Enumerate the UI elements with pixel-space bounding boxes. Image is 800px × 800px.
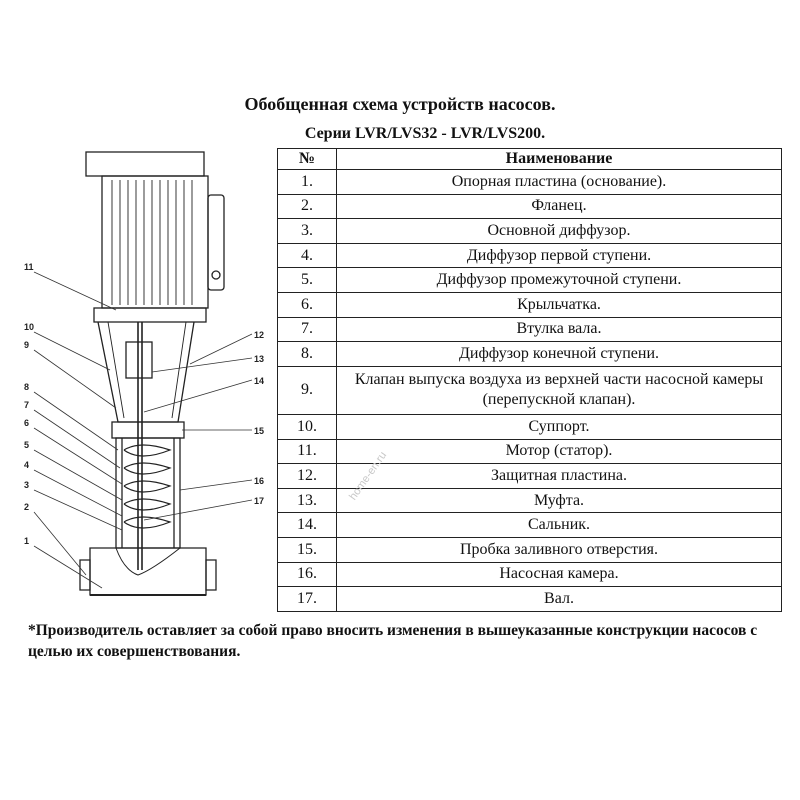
part-name: Основной диффузор.: [336, 218, 782, 244]
part-number: 11.: [277, 438, 337, 465]
part-number: 12.: [277, 463, 337, 489]
support: [97, 321, 195, 423]
part-number: 3.: [277, 218, 337, 244]
page-subtitle: Серии LVR/LVS32 - LVR/LVS200.: [304, 125, 546, 142]
part-name: Насосная камера.: [336, 561, 782, 588]
callout-1: 1: [24, 536, 29, 546]
callout-12: 12: [254, 330, 264, 340]
part-name: Муфта.: [336, 487, 782, 514]
part-name: Мотор (статор).: [336, 438, 782, 465]
table-row: 8.Диффузор конечной ступени.: [277, 341, 782, 367]
pump-base: [89, 547, 207, 596]
table-row: 14.Сальник.: [277, 512, 782, 538]
terminal-box: [207, 194, 225, 291]
table-row: 7.Втулка вала.: [277, 316, 782, 343]
pump-chamber: [115, 437, 181, 549]
parts-table: № Наименование 1.Опорная пластина (основ…: [277, 148, 782, 612]
part-number: 17.: [277, 586, 337, 612]
table-row: 16.Насосная камера.: [277, 561, 782, 588]
part-name: Диффузор первой ступени.: [336, 242, 782, 269]
part-name: Суппорт.: [336, 413, 782, 440]
part-number: 1.: [277, 169, 337, 195]
callout-6: 6: [24, 418, 29, 428]
part-name: Диффузор промежуточной ступени.: [336, 267, 782, 294]
part-name: Втулка вала.: [336, 316, 782, 343]
callout-13: 13: [254, 354, 264, 364]
table-row: 1.Опорная пластина (основание).: [277, 169, 782, 195]
callout-5: 5: [24, 440, 29, 450]
table-row: 11.Мотор (статор).: [277, 438, 782, 465]
callout-16: 16: [254, 476, 264, 486]
callout-9: 9: [24, 340, 29, 350]
part-name: Крыльчатка.: [336, 292, 782, 318]
motor-flange: [93, 307, 207, 323]
table-header-row: № Наименование: [277, 148, 782, 170]
column-header-number: №: [277, 148, 337, 170]
part-number: 2.: [277, 193, 337, 220]
table-row: 13.Муфта.: [277, 487, 782, 514]
column-header-name: Наименование: [336, 148, 782, 170]
part-number: 13.: [277, 487, 337, 514]
part-name: Диффузор конечной ступени.: [336, 341, 782, 367]
table-row: 12.Защитная пластина.: [277, 463, 782, 489]
pump-diagram: 11 10 9 8 7 6 5 4 3 2 1 12 13 14 15 16 1…: [24, 151, 264, 596]
table-row: 3.Основной диффузор.: [277, 218, 782, 244]
table-row: 4.Диффузор первой ступени.: [277, 242, 782, 269]
table-row: 2.Фланец.: [277, 193, 782, 220]
footnote: *Производитель оставляет за собой право …: [28, 622, 758, 660]
table-row: 17.Вал.: [277, 586, 782, 612]
part-number: 5.: [277, 267, 337, 294]
motor-cap: [85, 151, 205, 177]
part-name: Вал.: [336, 586, 782, 612]
callout-8: 8: [24, 382, 29, 392]
table-row: 6.Крыльчатка.: [277, 292, 782, 318]
table-row: 10.Суппорт.: [277, 413, 782, 440]
callout-7: 7: [24, 400, 29, 410]
callout-17: 17: [254, 496, 264, 506]
part-number: 7.: [277, 316, 337, 343]
part-number: 6.: [277, 292, 337, 318]
part-number: 4.: [277, 242, 337, 269]
callout-11: 11: [24, 262, 34, 272]
table-row: 15.Пробка заливного отверстия.: [277, 536, 782, 563]
callout-3: 3: [24, 480, 29, 490]
callout-14: 14: [254, 376, 264, 386]
callout-2: 2: [24, 502, 29, 512]
part-name: Клапан выпуска воздуха из верхней части …: [336, 365, 782, 415]
part-number: 15.: [277, 536, 337, 563]
callout-10: 10: [24, 322, 34, 332]
part-name: Опорная пластина (основание).: [336, 169, 782, 195]
pump-head: [111, 421, 185, 439]
part-name: Фланец.: [336, 193, 782, 220]
part-number: 10.: [277, 413, 337, 440]
part-name: Защитная пластина.: [336, 463, 782, 489]
part-number: 8.: [277, 341, 337, 367]
coupling: [125, 341, 153, 379]
part-number: 9.: [277, 365, 337, 415]
page-title: Обобщенная схема устройств насосов.: [244, 94, 556, 114]
callout-4: 4: [24, 460, 29, 470]
part-name: Сальник.: [336, 512, 782, 538]
part-number: 16.: [277, 561, 337, 588]
part-number: 14.: [277, 512, 337, 538]
table-row: 9.Клапан выпуска воздуха из верхней част…: [277, 365, 782, 415]
table-row: 5.Диффузор промежуточной ступени.: [277, 267, 782, 294]
part-name: Пробка заливного отверстия.: [336, 536, 782, 563]
callout-15: 15: [254, 426, 264, 436]
